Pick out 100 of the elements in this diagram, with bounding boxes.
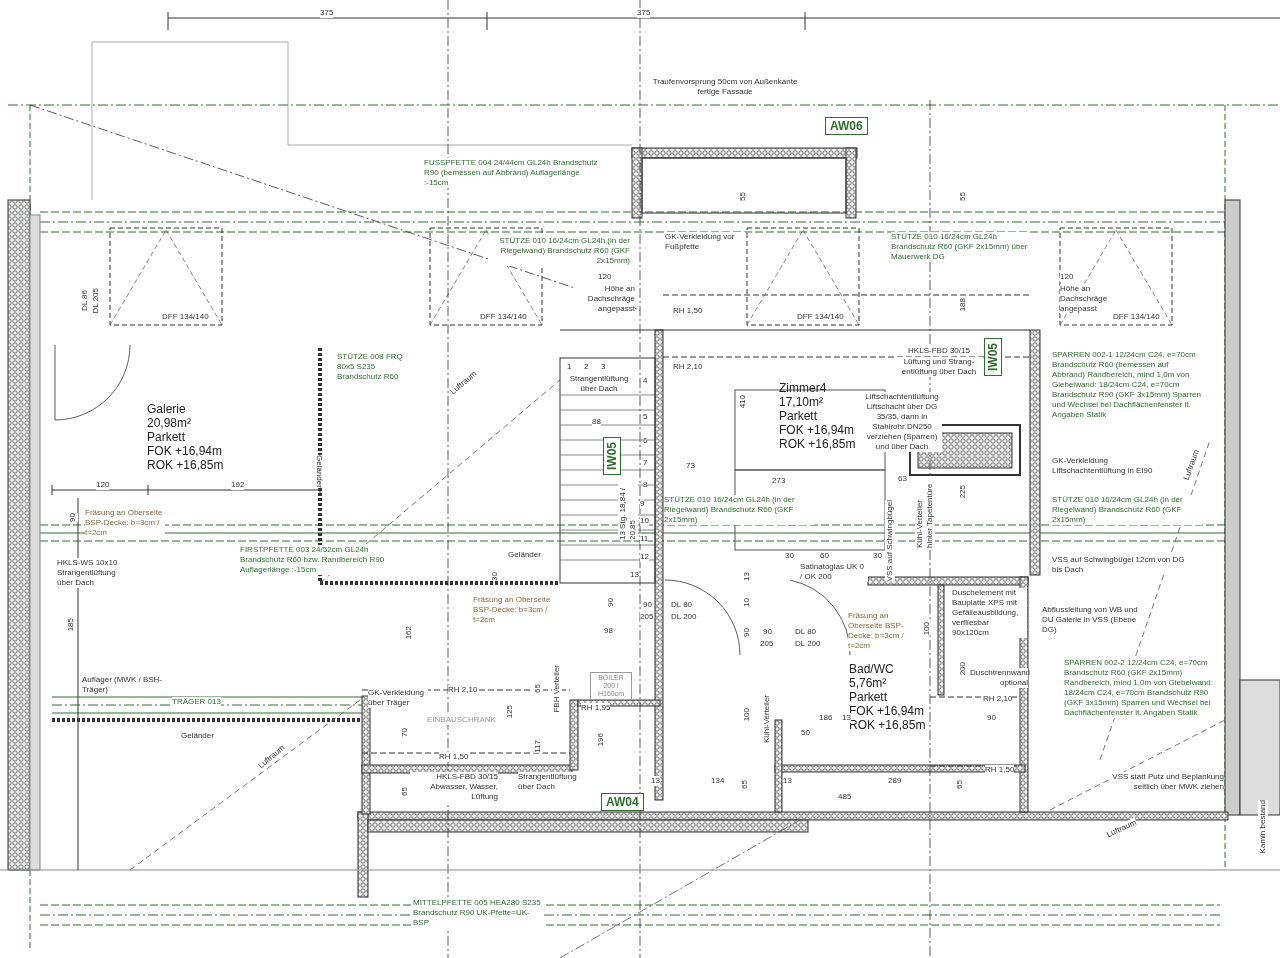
stair-step-number: 4 <box>643 376 648 386</box>
dimension-number: 485 <box>838 792 852 802</box>
dimension-number: 200 <box>958 662 968 676</box>
note-text: EINBAUSCHRANK <box>427 715 496 725</box>
dimension-number: DL 80 <box>795 627 817 637</box>
beam-annotation: SPARREN 002-1 12/24cm C24, e=70cm Brandschutz R60 (bemessen auf Abbrand) Randbereich, mind 1,0m von Giebelwand: 18/24cm C24, e=70cm Brandschutz R90 (GKF 3x15mm) Sparren und Wechsel bei Dachflächenfenster lt. Angaben Statik <box>1052 350 1202 420</box>
dimension-number: 90 <box>68 513 78 522</box>
dimension-number: 117 <box>533 740 543 753</box>
note-text: Duschelement mit Bauplatte XPS mit Gefälleausbildung, verfliesbar 90x120cm <box>952 588 1027 638</box>
dimension-number: 60 <box>820 551 829 561</box>
dimension-number: 120 <box>1060 272 1074 282</box>
dimension-number: DL 205 <box>91 288 101 314</box>
stair-step-number: 12 <box>640 552 649 562</box>
beam-annotation: MITTELPFETTE 005 HEA280 S235 Brandschutz R90 UK-Pfette=UK-BSP <box>413 898 543 928</box>
dimension-number: 63 <box>898 474 907 484</box>
dimension-number: 55 <box>958 192 968 201</box>
dimension-number: 13 <box>742 572 752 581</box>
room-name: Bad/WC <box>849 662 894 676</box>
beam-annotation: STÜTZE 010 16/24cm GL24h (in der Riegelwand) Brandschutz R60 (GKF 2x15mm) <box>664 495 814 525</box>
note-text: VSS auf Schwingbügel <box>885 500 895 582</box>
dimension-number: 65 <box>740 780 750 789</box>
wall-type-tag: AW06 <box>825 117 868 135</box>
room-area: 20,98m² <box>147 416 192 430</box>
dimension-number: 185 <box>66 618 76 632</box>
note-text: Geländer <box>508 550 541 560</box>
floor-finish: Parkett <box>779 409 817 423</box>
dimension-number: 30 <box>785 551 794 561</box>
dimension-number: 55 <box>738 192 748 201</box>
stair-step-number: 10 <box>640 516 649 526</box>
note-text: GK-Verkleidung vor Fußpfette <box>665 232 745 252</box>
stair-step-number: 5 <box>643 412 648 422</box>
dimension-number: DL 86 <box>80 290 90 312</box>
dimension-number: 205 <box>640 612 654 622</box>
note-text: VSS auf Schwingbügel 12cm von DG bis Dach <box>1052 555 1187 575</box>
dimension-number: 30 <box>490 572 500 581</box>
dimension-number: 90 <box>606 598 616 607</box>
stair-step-number: 11 <box>640 534 649 544</box>
room-height-label: RH 2,10 <box>673 362 703 372</box>
beam-annotation: TRÄGER 013 <box>172 697 221 707</box>
dimension-number: 289 <box>888 776 902 786</box>
milling-note: Fräsung an Oberseite BSP-Decke: b=3cm / t=2cm <box>85 508 165 538</box>
note-text: Kühl-Verteiler hinter Tapetentüre <box>915 478 935 548</box>
floor-finish: Parkett <box>849 690 887 704</box>
floor-level: ROK +16,85m <box>779 437 856 451</box>
dimension-number: 186 <box>819 713 833 723</box>
room-height-label: RH 2,10 <box>983 694 1013 704</box>
dimension-number: 30 <box>873 551 882 561</box>
stair-step-number: 6 <box>643 436 648 446</box>
dimension-number: 50 <box>801 728 810 738</box>
dimension-number: 10 <box>742 598 752 607</box>
note-text: Lüftung und Strang- entlüftung über Dach <box>895 357 983 377</box>
note-text: Kamin bestand <box>1258 800 1268 854</box>
stair-step-number: 9 <box>640 499 645 509</box>
floor-level: ROK +16,85m <box>147 458 224 472</box>
dimension-number: 125 <box>505 705 515 719</box>
dimension-number: 192 <box>231 480 245 490</box>
dimension-number: 205 <box>760 639 774 649</box>
dimension-number: DL 200 <box>671 612 697 622</box>
window-label: DFF 134/140 <box>480 312 527 322</box>
note-text: HKLS-FBD 30/15 Abwasser, Wasser, Lüftung <box>410 772 498 802</box>
dimension-number: 410 <box>738 395 748 409</box>
room-name: Galerie <box>147 402 186 416</box>
dimension-number: DL 200 <box>795 639 821 649</box>
dimension-number: 162 <box>404 626 414 640</box>
dimension-number: 13 <box>783 776 792 786</box>
stair-step-number: 3 <box>601 362 606 372</box>
stair-step-number: 2 <box>584 362 589 372</box>
dimension-number: 70 <box>400 728 410 737</box>
dimension-number: 188 <box>958 298 968 312</box>
room-height-label: RH 2,10 <box>448 685 478 695</box>
dimension-number: 98 <box>604 626 613 636</box>
dimension-number: 90 <box>987 713 996 723</box>
window-label: DFF 134/140 <box>162 312 209 322</box>
dimension-number: 13 <box>842 713 851 723</box>
wall-type-tag: IW05 <box>603 437 621 475</box>
dimension-number: 13 <box>651 776 660 786</box>
beam-annotation: STÜTZE 010 16/24cm GL24h (in der Riegelwand) Brandschutz R60 (GKF 2x15mm) <box>1052 495 1202 525</box>
dimension-number: 90 <box>763 627 772 637</box>
dimension-number: 100 <box>922 622 932 636</box>
dimension-number: 134 <box>711 776 725 786</box>
room-name: Zimmer4 <box>779 381 827 395</box>
dimension-number: 65 <box>955 780 965 789</box>
dimension-number: 73 <box>686 461 695 471</box>
room-height-label: RH 1,50 <box>673 306 703 316</box>
note-text: Strangentlüftung über Dach <box>518 772 578 792</box>
dimension-number: 120 <box>598 272 612 282</box>
dimension-number: 375 <box>320 8 334 18</box>
floor-level: FOK +16,94m <box>147 444 223 458</box>
beam-annotation: STÜTZE 010 16/24cm GL24h (in der Riegelwand) Brandschutz R60 (GKF 2x15mm) <box>488 236 630 266</box>
dimension-number: 65 <box>400 787 410 796</box>
beam-annotation: STÜTZE 010 16/24cm GL24h Brandschutz R60 (GKF 2x15mm) über Mauerwerk DG <box>891 232 1029 262</box>
room-height-label: RH 1,95 <box>581 703 611 713</box>
room-area: 17,10m² <box>779 395 824 409</box>
stair-step-number: 7 <box>643 458 648 468</box>
note-text: Duschtrennwand optional <box>970 668 1028 688</box>
note-text: Liftschachtentlüftung Liftschacht über DG 35/35, dann in Stahlrohr DN250 verziehen (Sparren) und über Dach <box>862 392 942 452</box>
stair-step-number: 1 <box>567 362 572 372</box>
note-text: Geländer <box>181 731 214 741</box>
dimension-number: 88 <box>592 417 601 427</box>
note-text: FBH Verteiler <box>552 665 562 713</box>
